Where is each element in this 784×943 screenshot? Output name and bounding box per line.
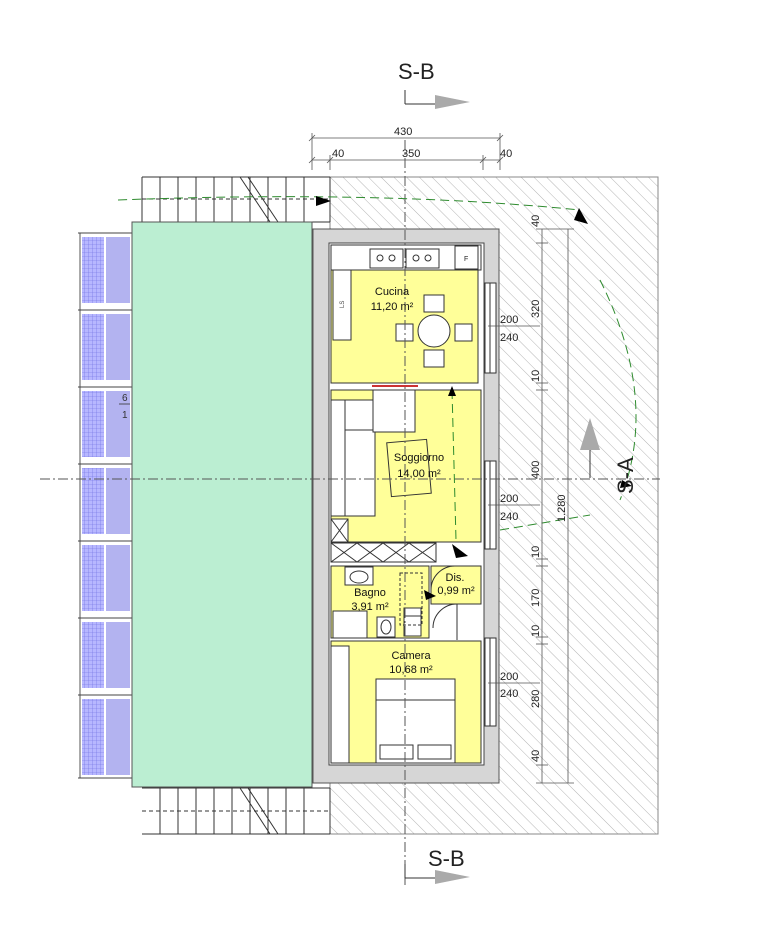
glazed-facade: 6 1 bbox=[78, 232, 134, 779]
room-area-cucina: 11,20 m² bbox=[371, 301, 414, 313]
dim-total-height: 1.280 bbox=[556, 494, 568, 522]
dim-v-6: 170 bbox=[530, 589, 542, 607]
room-area-dis: 0,99 m² bbox=[437, 585, 475, 597]
dim-total-width: 430 bbox=[394, 126, 412, 138]
room-area-soggiorno: 14,00 m² bbox=[397, 468, 441, 480]
section-marker-right: S-A bbox=[580, 418, 638, 494]
soggiorno-wardrobe bbox=[330, 542, 437, 563]
living-furniture bbox=[330, 389, 432, 543]
bathroom-fixtures bbox=[332, 566, 423, 639]
section-label-top: S-B bbox=[398, 59, 435, 84]
door-swings bbox=[372, 385, 458, 640]
section-marker-top: S-B bbox=[398, 59, 470, 109]
dim-right-wall: 40 bbox=[500, 148, 512, 160]
stairs-bottom bbox=[142, 787, 331, 835]
room-label-camera: Camera bbox=[391, 650, 431, 662]
room-area-bagno: 3,91 m² bbox=[351, 601, 389, 613]
stairs-top bbox=[141, 176, 331, 223]
camera-wardrobe bbox=[330, 645, 350, 764]
room-label-cucina: Cucina bbox=[375, 286, 410, 298]
section-marker-bottom: S-B bbox=[404, 846, 470, 884]
double-bed-icon bbox=[375, 678, 456, 764]
dim-v-1: 40 bbox=[530, 215, 542, 227]
coffee-table bbox=[386, 438, 432, 498]
dim-v-8: 280 bbox=[530, 690, 542, 708]
terrace bbox=[131, 221, 313, 788]
window-dim-top-2: 200 bbox=[500, 493, 518, 505]
left-mark-bottom: 1 bbox=[122, 410, 128, 421]
window-dim-bottom-3: 240 bbox=[500, 688, 518, 700]
dim-v-7: 10 bbox=[530, 625, 542, 637]
room-area-camera: 10,68 m² bbox=[389, 664, 433, 676]
window-dim-bottom-1: 240 bbox=[500, 332, 518, 344]
dim-v-9: 40 bbox=[530, 750, 542, 762]
axis-lines bbox=[40, 140, 660, 885]
window-dim-bottom-2: 240 bbox=[500, 511, 518, 523]
dining-table-icon bbox=[417, 314, 451, 348]
section-arrow-marks bbox=[316, 196, 632, 600]
room-label-soggiorno: Soggiorno bbox=[394, 452, 444, 464]
dim-v-4: 400 bbox=[530, 461, 542, 479]
room-label-dis: Dis. bbox=[446, 572, 465, 584]
left-mark-top: 6 bbox=[122, 393, 128, 404]
window-dim-top-3: 200 bbox=[500, 671, 518, 683]
windows-right bbox=[484, 282, 497, 727]
vertical-dimensions bbox=[488, 228, 574, 784]
fridge-label: F bbox=[464, 256, 468, 263]
dim-v-3: 10 bbox=[530, 370, 542, 382]
room-label-bagno: Bagno bbox=[354, 587, 386, 599]
horizontal-dimensions bbox=[308, 133, 504, 170]
dim-left-wall: 40 bbox=[332, 148, 344, 160]
dishwasher-label: LS bbox=[340, 301, 346, 308]
dim-v-2: 320 bbox=[530, 300, 542, 318]
dim-v-5: 10 bbox=[530, 546, 542, 558]
window-dim-top-1: 200 bbox=[500, 314, 518, 326]
section-label-right: S-A bbox=[613, 457, 638, 494]
dim-center: 350 bbox=[402, 148, 420, 160]
section-label-bottom: S-B bbox=[428, 846, 465, 871]
